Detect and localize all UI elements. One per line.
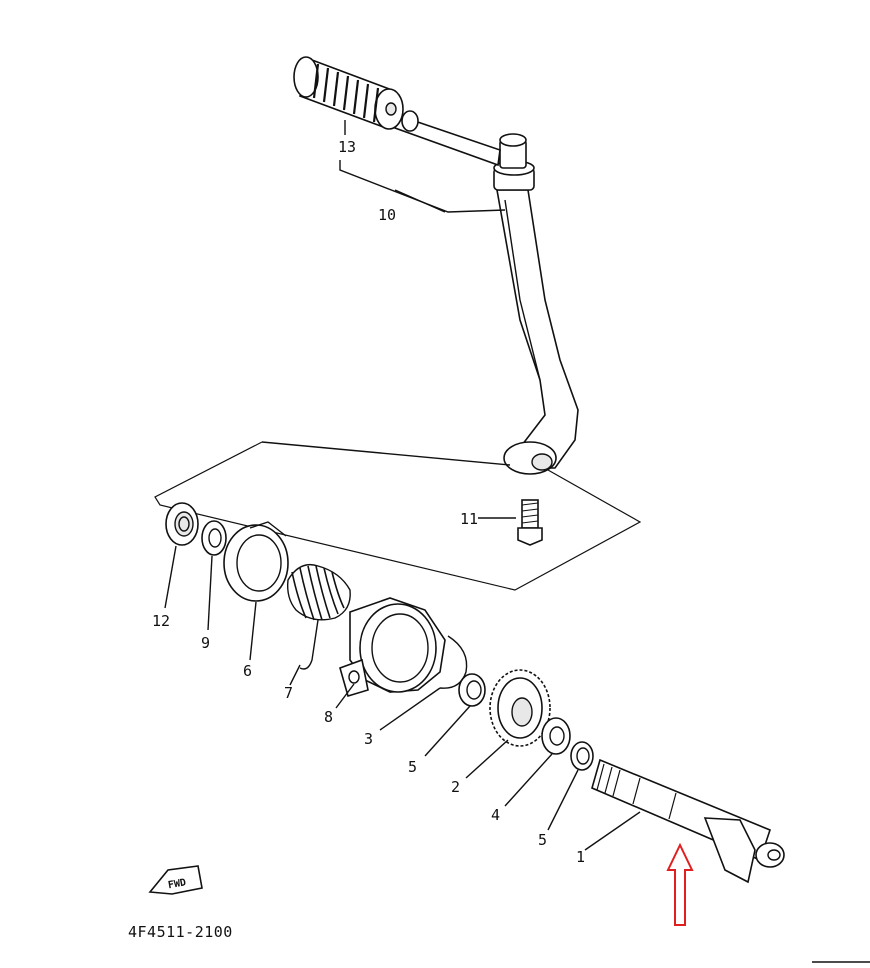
- clip-3: [439, 635, 468, 689]
- callout-10: 10: [378, 206, 396, 224]
- callout-1: 1: [576, 848, 585, 866]
- circlip-5b: [570, 741, 594, 771]
- callout-8: 8: [324, 708, 333, 726]
- leader-lines: [164, 120, 641, 851]
- torsion-spring-7: [286, 563, 351, 670]
- callout-5-upper: 5: [408, 758, 417, 776]
- callout-7: 7: [284, 684, 293, 702]
- callout-5-lower: 5: [538, 831, 547, 849]
- washer-4: [541, 717, 571, 755]
- callout-12: 11: [460, 510, 478, 528]
- oil-seal-13: [165, 502, 199, 546]
- callout-13: 12: [152, 612, 170, 630]
- callout-9: 9: [201, 634, 210, 652]
- spring-guide-6: [223, 521, 289, 602]
- bolt-12: [517, 499, 543, 546]
- circlip-5a: [458, 673, 486, 707]
- ratchet-housing-8: [339, 597, 446, 697]
- callout-2: 2: [451, 778, 460, 796]
- kick-shaft-1: [591, 758, 785, 884]
- drawing-code: 4F4511-2100: [128, 923, 233, 941]
- assembly-frame: [154, 441, 642, 591]
- washer-9: [201, 520, 227, 556]
- callout-3: 3: [364, 730, 373, 748]
- fwd-label: FWD: [167, 877, 187, 891]
- callout-4: 4: [491, 806, 500, 824]
- callout-11: 13: [338, 138, 356, 156]
- callout-6: 6: [243, 662, 252, 680]
- kick-grip: [293, 56, 404, 130]
- highlight-arrow: [666, 842, 694, 926]
- kick-gear-2: [489, 669, 551, 747]
- fwd-direction-arrow: FWD: [148, 865, 203, 895]
- kick-lever-assembly: [293, 56, 579, 475]
